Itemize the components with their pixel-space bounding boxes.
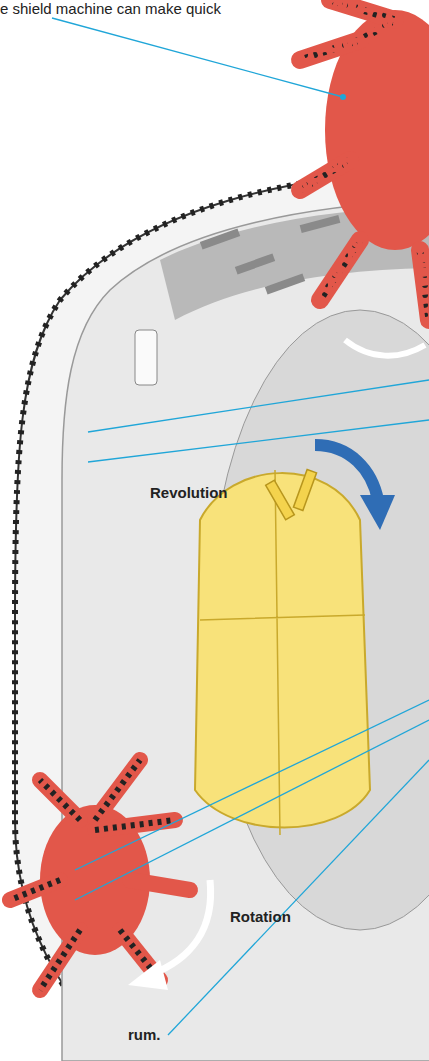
upper-cutter-head <box>300 0 429 356</box>
drum-bits <box>266 469 317 519</box>
revolution-arrow <box>315 445 378 500</box>
ring-ribs <box>200 215 341 295</box>
lower-cutter-head <box>10 760 190 990</box>
part-label: e shield machine can make quick <box>0 0 221 17</box>
drum <box>195 473 370 827</box>
window <box>135 330 157 385</box>
leader-dot <box>340 94 346 100</box>
part-label: Revolution <box>150 484 228 501</box>
part-label: rum. <box>128 1026 161 1043</box>
leader-lines <box>52 18 429 1035</box>
part-label: Rotation <box>230 908 291 925</box>
